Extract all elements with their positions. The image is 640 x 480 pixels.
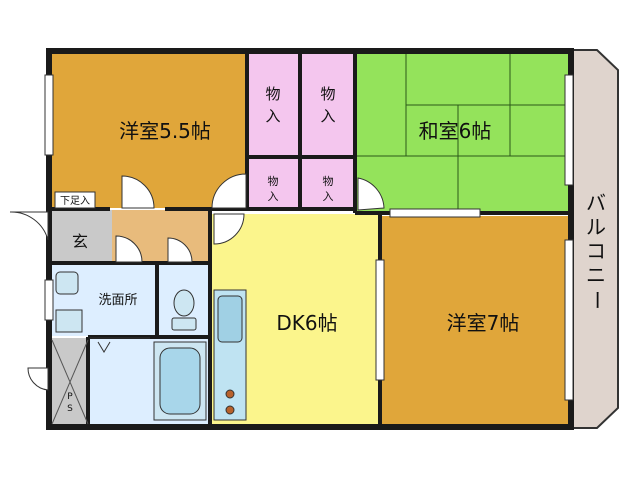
- shoe-storage-label: 下足入: [60, 195, 90, 207]
- japanese-room-label: 和室6帖: [419, 119, 492, 143]
- washbasin: [55, 271, 83, 333]
- toilet: [171, 289, 197, 331]
- closet-2-label-bottom: 入: [320, 107, 335, 125]
- closet-4-label-top: 物: [323, 174, 334, 188]
- closet-3-label-top: 物: [268, 174, 279, 188]
- closet-1-label-bottom: 入: [265, 107, 280, 125]
- doors: [9, 173, 385, 391]
- closet-3: [248, 158, 298, 208]
- closet-4-label-bottom: 入: [323, 190, 334, 203]
- bath-door-marker: [90, 337, 150, 353]
- western-room-1-label: 洋室5.5帖: [119, 119, 211, 143]
- balcony-label-char-5: ー: [585, 290, 609, 310]
- balcony-label-char-2: ル: [586, 215, 606, 239]
- pipe-space-label-s: S: [67, 404, 73, 414]
- windows: [44, 74, 574, 401]
- balcony-label-char-4: ニ: [586, 263, 606, 287]
- closet-2-label-top: 物: [320, 85, 335, 103]
- pipe-space-cross: [51, 339, 89, 425]
- tatami-lines: [356, 54, 568, 211]
- bathtub: [153, 341, 207, 421]
- washroom-label: 洗面所: [98, 293, 137, 308]
- closet-2: [302, 54, 354, 156]
- closet-4: [302, 158, 354, 208]
- closet-1: [248, 54, 298, 156]
- closet-3-label-bottom: 入: [268, 190, 279, 203]
- western-room-1: [52, 54, 246, 208]
- shoe-storage-box: [54, 191, 96, 209]
- balcony-label-char-1: バ: [586, 191, 606, 215]
- western-room-2-label: 洋室7帖: [447, 311, 520, 335]
- closet-1-label-top: 物: [265, 85, 280, 103]
- pipe-space-label-p: P: [67, 392, 73, 402]
- entrance-label: 玄: [72, 232, 88, 251]
- entrance-area: [52, 210, 112, 262]
- kitchen-counter: [213, 289, 247, 421]
- western-room-2: [382, 216, 568, 424]
- japanese-room: [356, 54, 568, 211]
- dk-label: DK6帖: [276, 311, 337, 335]
- balcony-label-char-3: コ: [586, 239, 606, 263]
